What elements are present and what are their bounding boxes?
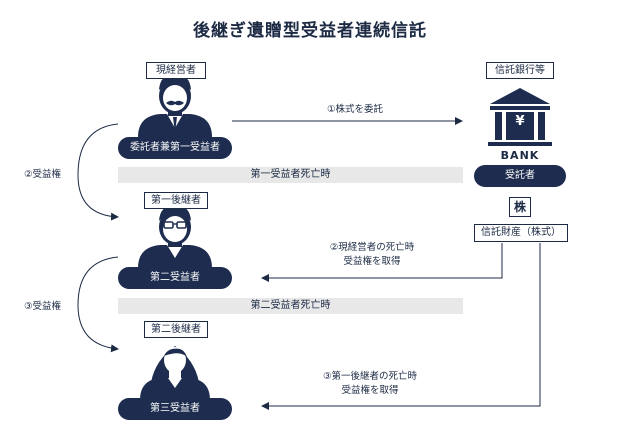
first-death-band: 第一受益者死亡時 bbox=[118, 167, 463, 183]
bank-header-label: 信託銀行等 bbox=[486, 62, 554, 79]
first-successor-label: 第一後継者 bbox=[144, 192, 208, 209]
right-transfer-arrow-2 bbox=[77, 123, 119, 221]
page-title: 後継ぎ遺贈型受益者連続信託 bbox=[193, 21, 427, 41]
right-transfer-text-2: ②受益権 bbox=[24, 169, 62, 180]
step3-text-line1: ③第一後継者の死亡時 bbox=[322, 371, 418, 382]
bank-logo-text: BANK bbox=[500, 149, 540, 162]
third-beneficiary-pill: 第三受益者 bbox=[118, 398, 232, 420]
settlor-pill: 委託者兼第一受益者 bbox=[118, 137, 232, 159]
second-successor-label: 第二後継者 bbox=[144, 321, 208, 338]
entrust-text: ①株式を委託 bbox=[326, 104, 384, 115]
trust-property-label: 信託財産（株式） bbox=[474, 224, 568, 242]
current-owner-person-icon bbox=[138, 74, 212, 137]
current-owner-label: 現経営者 bbox=[146, 62, 206, 79]
bank-icon bbox=[488, 88, 552, 146]
acquire-arrow-3 bbox=[261, 243, 541, 410]
trustee-pill: 受託者 bbox=[474, 165, 566, 187]
right-transfer-text-3: ③受益権 bbox=[24, 301, 62, 312]
acquire-arrow-2 bbox=[261, 243, 503, 282]
second-beneficiary-pill: 第二受益者 bbox=[118, 267, 232, 289]
stock-box: 株 bbox=[509, 197, 531, 217]
step2-text-line2: 受益権を取得 bbox=[343, 256, 401, 267]
yen-symbol: ¥ bbox=[515, 114, 525, 129]
second-successor-person-icon bbox=[140, 346, 210, 400]
second-death-band: 第二受益者死亡時 bbox=[118, 298, 463, 314]
first-successor-person-icon bbox=[138, 205, 212, 268]
step2-text-line1: ②現経営者の死亡時 bbox=[329, 242, 415, 253]
step3-text-line2: 受益権を取得 bbox=[341, 385, 399, 396]
right-transfer-arrow-3 bbox=[77, 256, 119, 353]
